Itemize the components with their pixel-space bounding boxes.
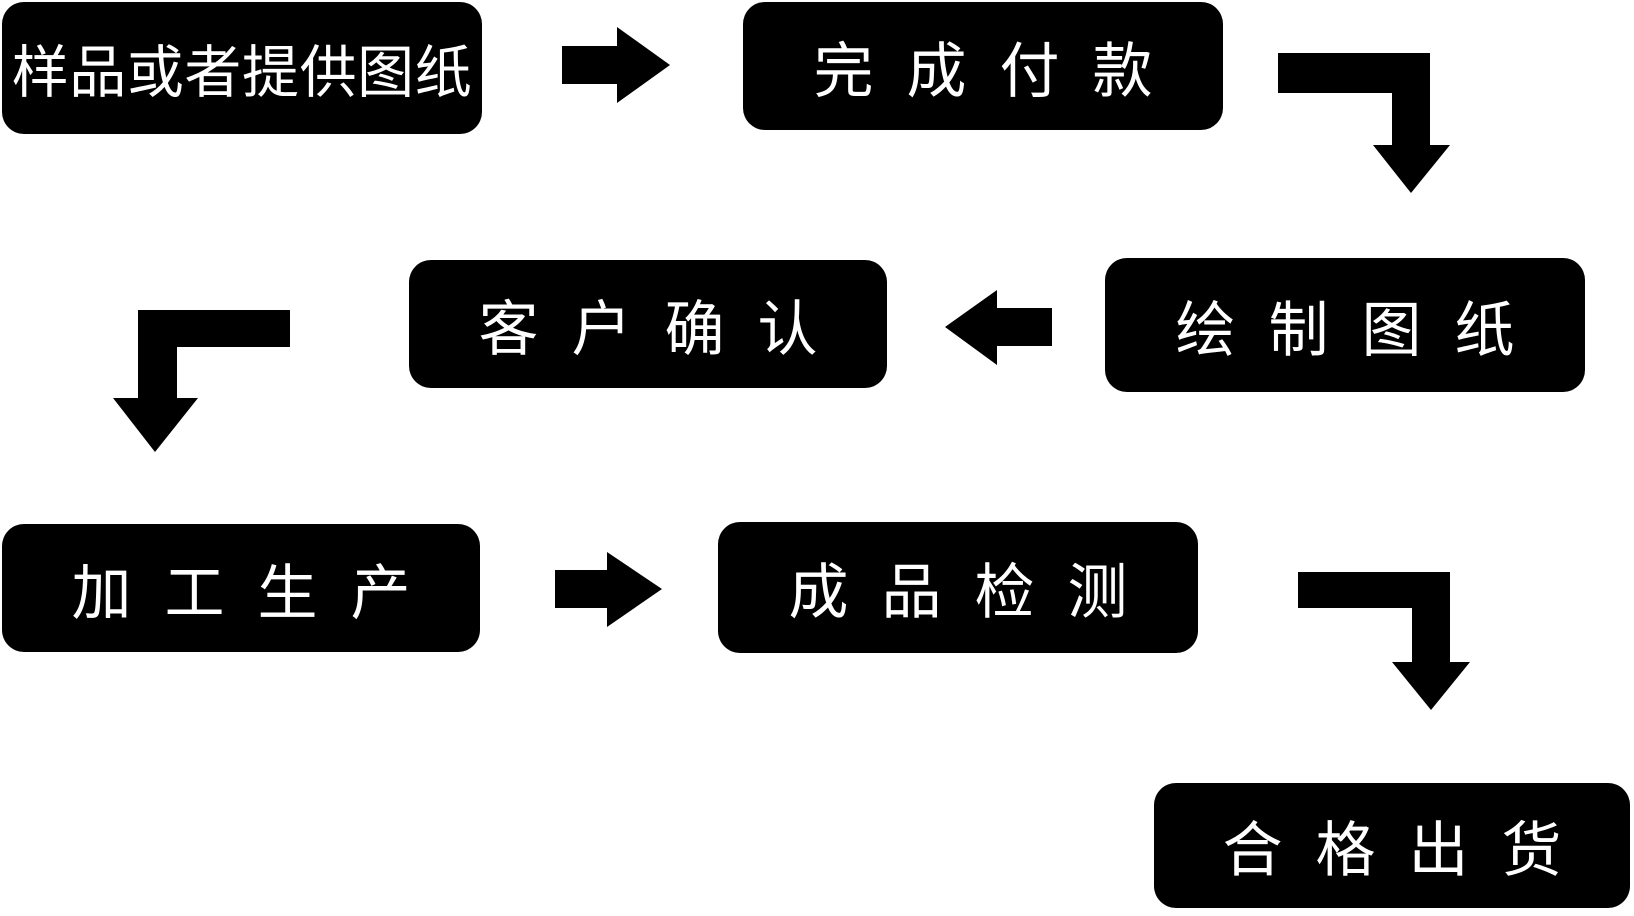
node-complete-payment: 完成付款: [743, 2, 1223, 130]
node-draw-drawings: 绘制图纸: [1105, 258, 1585, 392]
right-arrow-icon-production-to-inspection: [555, 552, 662, 627]
node-processing-production: 加工生产: [2, 524, 480, 652]
node-customer-confirmation: 客户确认: [409, 260, 887, 388]
node-finished-product-inspection: 成品检测: [718, 522, 1198, 653]
left-arrow-icon-drawing-to-confirmation: [945, 290, 1052, 365]
bent-down-arrow-icon-confirmation-to-production: [113, 310, 290, 452]
right-arrow-icon-sample-to-payment: [562, 27, 670, 103]
bent-down-arrow-icon-payment-to-drawing: [1278, 53, 1450, 193]
bent-down-arrow-icon-inspection-to-shipment: [1298, 572, 1470, 710]
node-qualified-shipment: 合格出货: [1154, 783, 1630, 908]
node-sample-or-provide-drawings: 样品或者提供图纸: [2, 2, 482, 134]
